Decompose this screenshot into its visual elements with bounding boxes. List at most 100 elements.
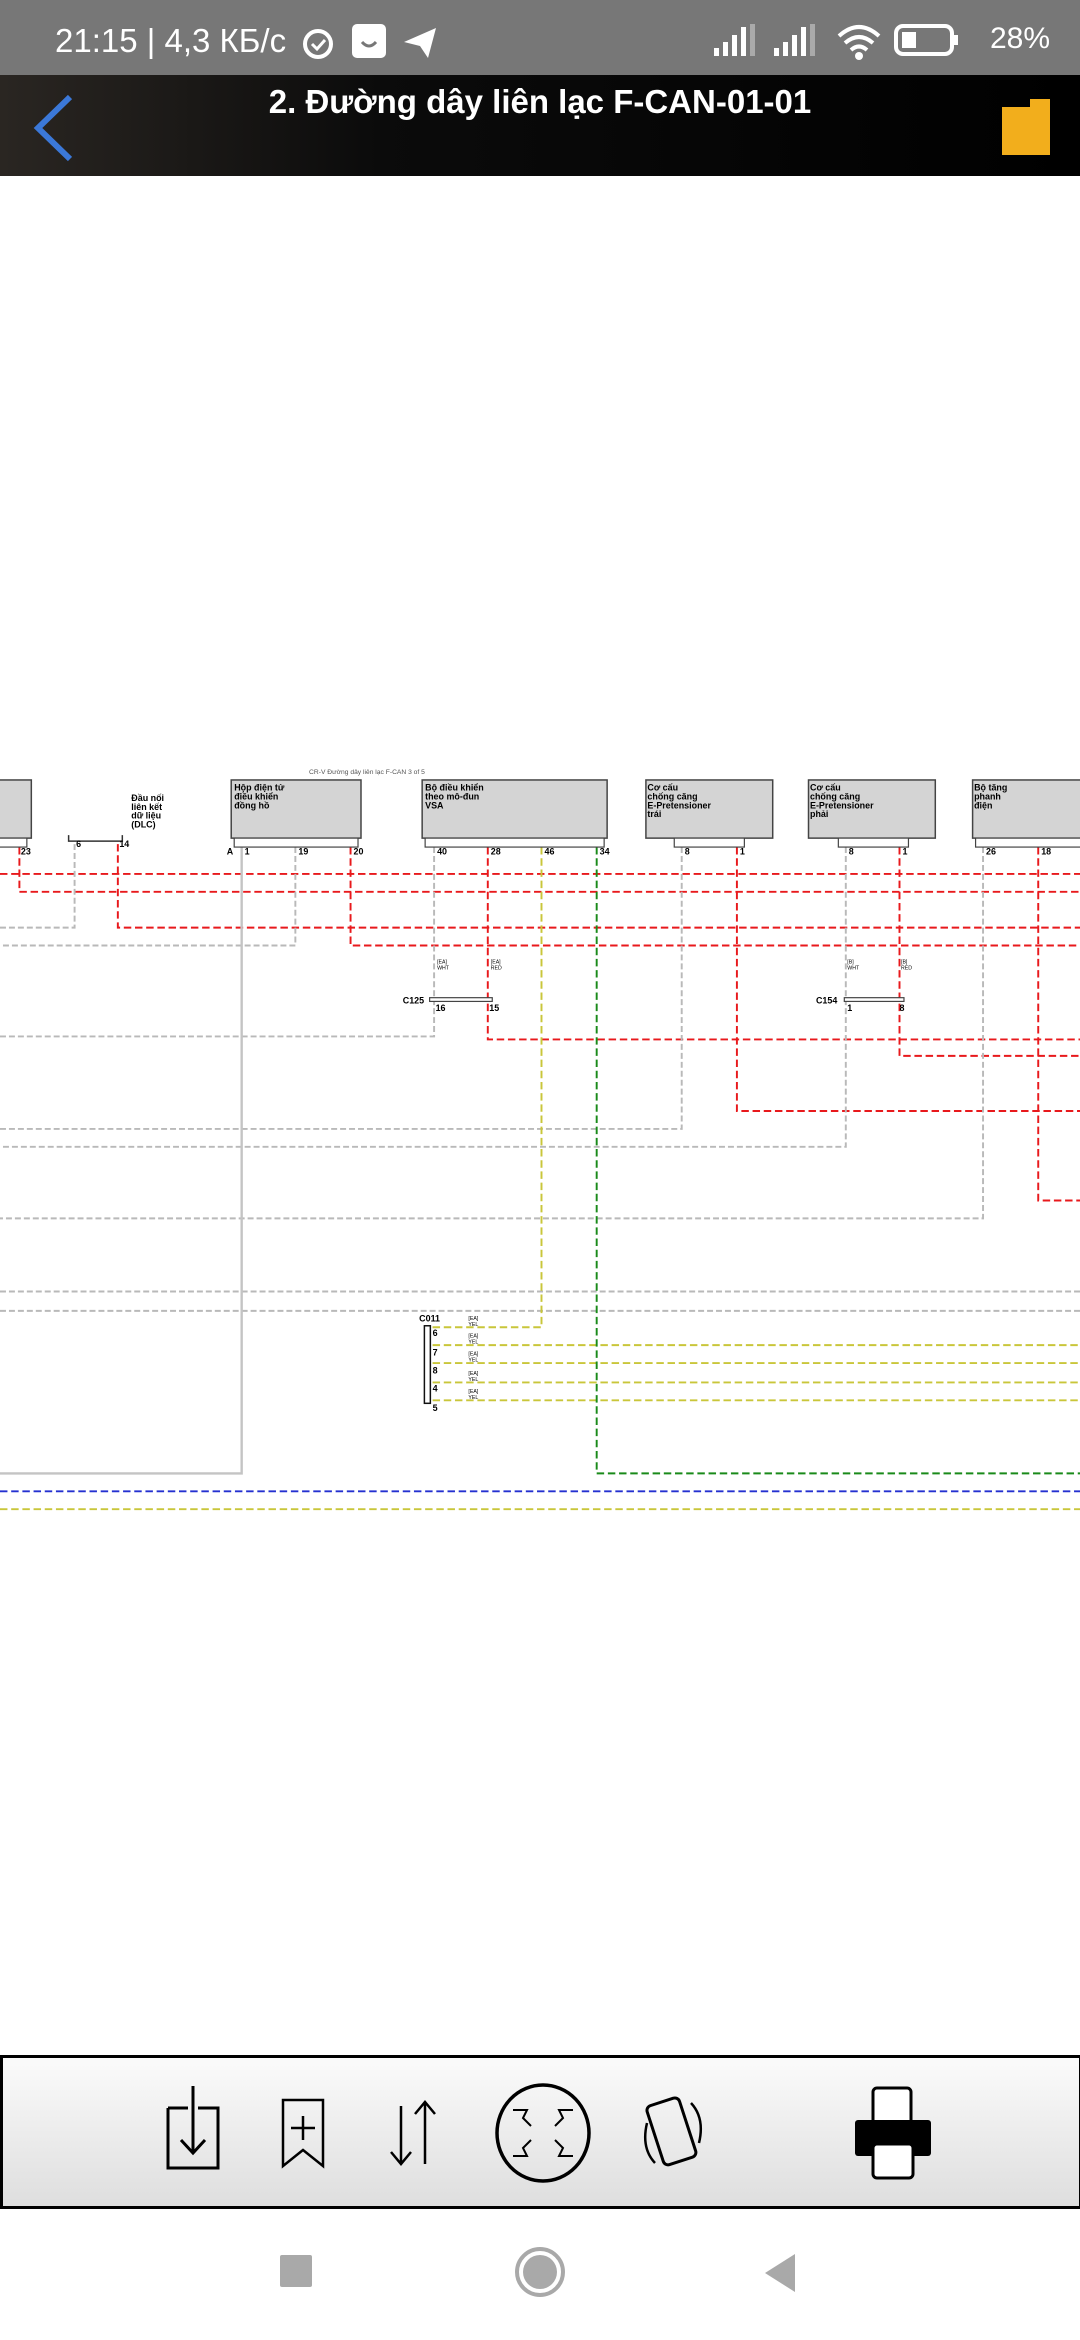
svg-text:6: 6 <box>433 1328 438 1338</box>
wire-red <box>18 847 1080 893</box>
svg-text:5: 5 <box>433 1403 438 1413</box>
wire-gray <box>0 847 683 1130</box>
svg-text:34: 34 <box>600 847 610 857</box>
svg-text:8: 8 <box>849 847 854 857</box>
component-box-left[interactable] <box>0 779 33 839</box>
svg-text:C125: C125 <box>403 996 424 1006</box>
svg-text:1: 1 <box>847 1003 852 1013</box>
svg-text:7: 7 <box>433 1348 438 1358</box>
svg-text:liên kết: liên kết <box>131 802 162 812</box>
svg-text:E-Pretensioner: E-Pretensioner <box>810 800 874 810</box>
svg-text:1: 1 <box>902 847 907 857</box>
signal-icon <box>774 24 815 56</box>
bookmark-add-icon[interactable] <box>253 2078 353 2188</box>
svg-text:điều khiển: điều khiển <box>234 791 278 801</box>
pin-label: 14 <box>119 839 129 849</box>
back-button[interactable] <box>760 2252 800 2294</box>
print-icon[interactable] <box>843 2078 943 2188</box>
battery-percent: 28% <box>989 22 1050 55</box>
dlc-label: Đầu nối liên kết dữ liệu (DLC) <box>131 793 164 830</box>
svg-text:[B]: [B] <box>847 959 854 965</box>
svg-text:20: 20 <box>354 847 364 857</box>
page-title: 2. Đường dây liên lạc F-CAN-01-01 <box>268 83 812 120</box>
home-button[interactable] <box>515 2247 565 2297</box>
svg-text:YEL: YEL <box>468 1358 478 1364</box>
svg-text:4: 4 <box>433 1383 438 1393</box>
svg-text:8: 8 <box>900 1003 905 1013</box>
svg-text:Cơ cấu: Cơ cấu <box>647 782 678 792</box>
diagram-page-title: CR-V Đường dây liên lạc F-CAN 3 of 5 <box>309 769 425 776</box>
svg-text:46: 46 <box>544 847 554 857</box>
svg-text:[EA]: [EA] <box>437 959 447 965</box>
fit-screen-icon[interactable] <box>493 2078 593 2188</box>
svg-text:[B]: [B] <box>901 959 908 965</box>
svg-text:dữ liệu: dữ liệu <box>131 811 161 821</box>
folder-icon[interactable] <box>1002 99 1050 155</box>
status-bar: 21:15 | 4,3 КБ/с 28% <box>0 0 1080 75</box>
svg-text:RED: RED <box>901 965 912 971</box>
svg-text:Cơ cấu: Cơ cấu <box>810 782 841 792</box>
svg-text:WHT: WHT <box>437 965 450 971</box>
wire-red <box>349 847 1080 947</box>
svg-text:26: 26 <box>986 847 996 857</box>
wire-red <box>486 847 1080 1041</box>
svg-text:YEL: YEL <box>468 1322 478 1328</box>
svg-text:YEL: YEL <box>468 1377 478 1383</box>
download-icon[interactable] <box>143 2078 243 2188</box>
wire-gray <box>0 847 985 1220</box>
chevron-left-icon[interactable] <box>30 93 80 163</box>
svg-text:C011: C011 <box>419 1313 440 1323</box>
svg-text:phải: phải <box>810 809 828 819</box>
svg-text:28: 28 <box>491 847 501 857</box>
wiring-diagram[interactable]: CR-V Đường dây liên lạc F-CAN 3 of 5 23 … <box>0 176 1080 2055</box>
app-header: 2. Đường dây liên lạc F-CAN-01-01 <box>0 75 1080 176</box>
svg-text:15: 15 <box>489 1003 499 1013</box>
wire-red <box>735 847 1080 1112</box>
wire-gray <box>0 847 847 1148</box>
svg-text:Hộp điện tử: Hộp điện tử <box>234 782 285 792</box>
wifi-icon <box>837 25 881 60</box>
svg-text:[EA]: [EA] <box>468 1316 478 1322</box>
svg-text:chống căng: chống căng <box>647 791 697 801</box>
wire-green <box>595 847 1080 1475</box>
svg-text:8: 8 <box>433 1365 438 1375</box>
wire-red <box>116 844 1080 929</box>
svg-text:[EA]: [EA] <box>491 959 501 965</box>
svg-text:YEL: YEL <box>468 1395 478 1401</box>
alarm-icon <box>303 29 333 59</box>
svg-text:16: 16 <box>436 1003 446 1013</box>
svg-text:Bộ tăng: Bộ tăng <box>974 782 1007 792</box>
rotate-icon[interactable] <box>623 2078 723 2188</box>
wire-red <box>898 847 1080 1057</box>
svg-text:đồng hồ: đồng hồ <box>234 800 270 810</box>
bottom-toolbar <box>0 2055 1080 2209</box>
svg-text:chống căng: chống căng <box>810 791 860 801</box>
svg-text:trái: trái <box>647 809 661 819</box>
recents-button[interactable] <box>280 2255 312 2287</box>
svg-text:1: 1 <box>245 847 250 857</box>
svg-text:[EA]: [EA] <box>468 1371 478 1377</box>
svg-text:điện: điện <box>974 800 992 810</box>
svg-text:Bộ điều khiển: Bộ điều khiển <box>425 782 484 792</box>
sort-icon[interactable] <box>363 2078 463 2188</box>
svg-text:(DLC): (DLC) <box>131 820 155 830</box>
wire-gray <box>0 847 297 947</box>
pin-label: 6 <box>76 839 81 849</box>
svg-text:Đầu nối: Đầu nối <box>131 793 164 803</box>
svg-text:E-Pretensioner: E-Pretensioner <box>647 800 711 810</box>
wire-gray <box>0 847 436 1038</box>
system-nav-bar <box>0 2210 1080 2340</box>
wire-gray <box>0 844 76 929</box>
svg-text:phanh: phanh <box>974 791 1001 801</box>
svg-text:A: A <box>227 847 234 857</box>
dlc-connector[interactable] <box>67 835 124 842</box>
svg-text:C154: C154 <box>816 996 837 1006</box>
